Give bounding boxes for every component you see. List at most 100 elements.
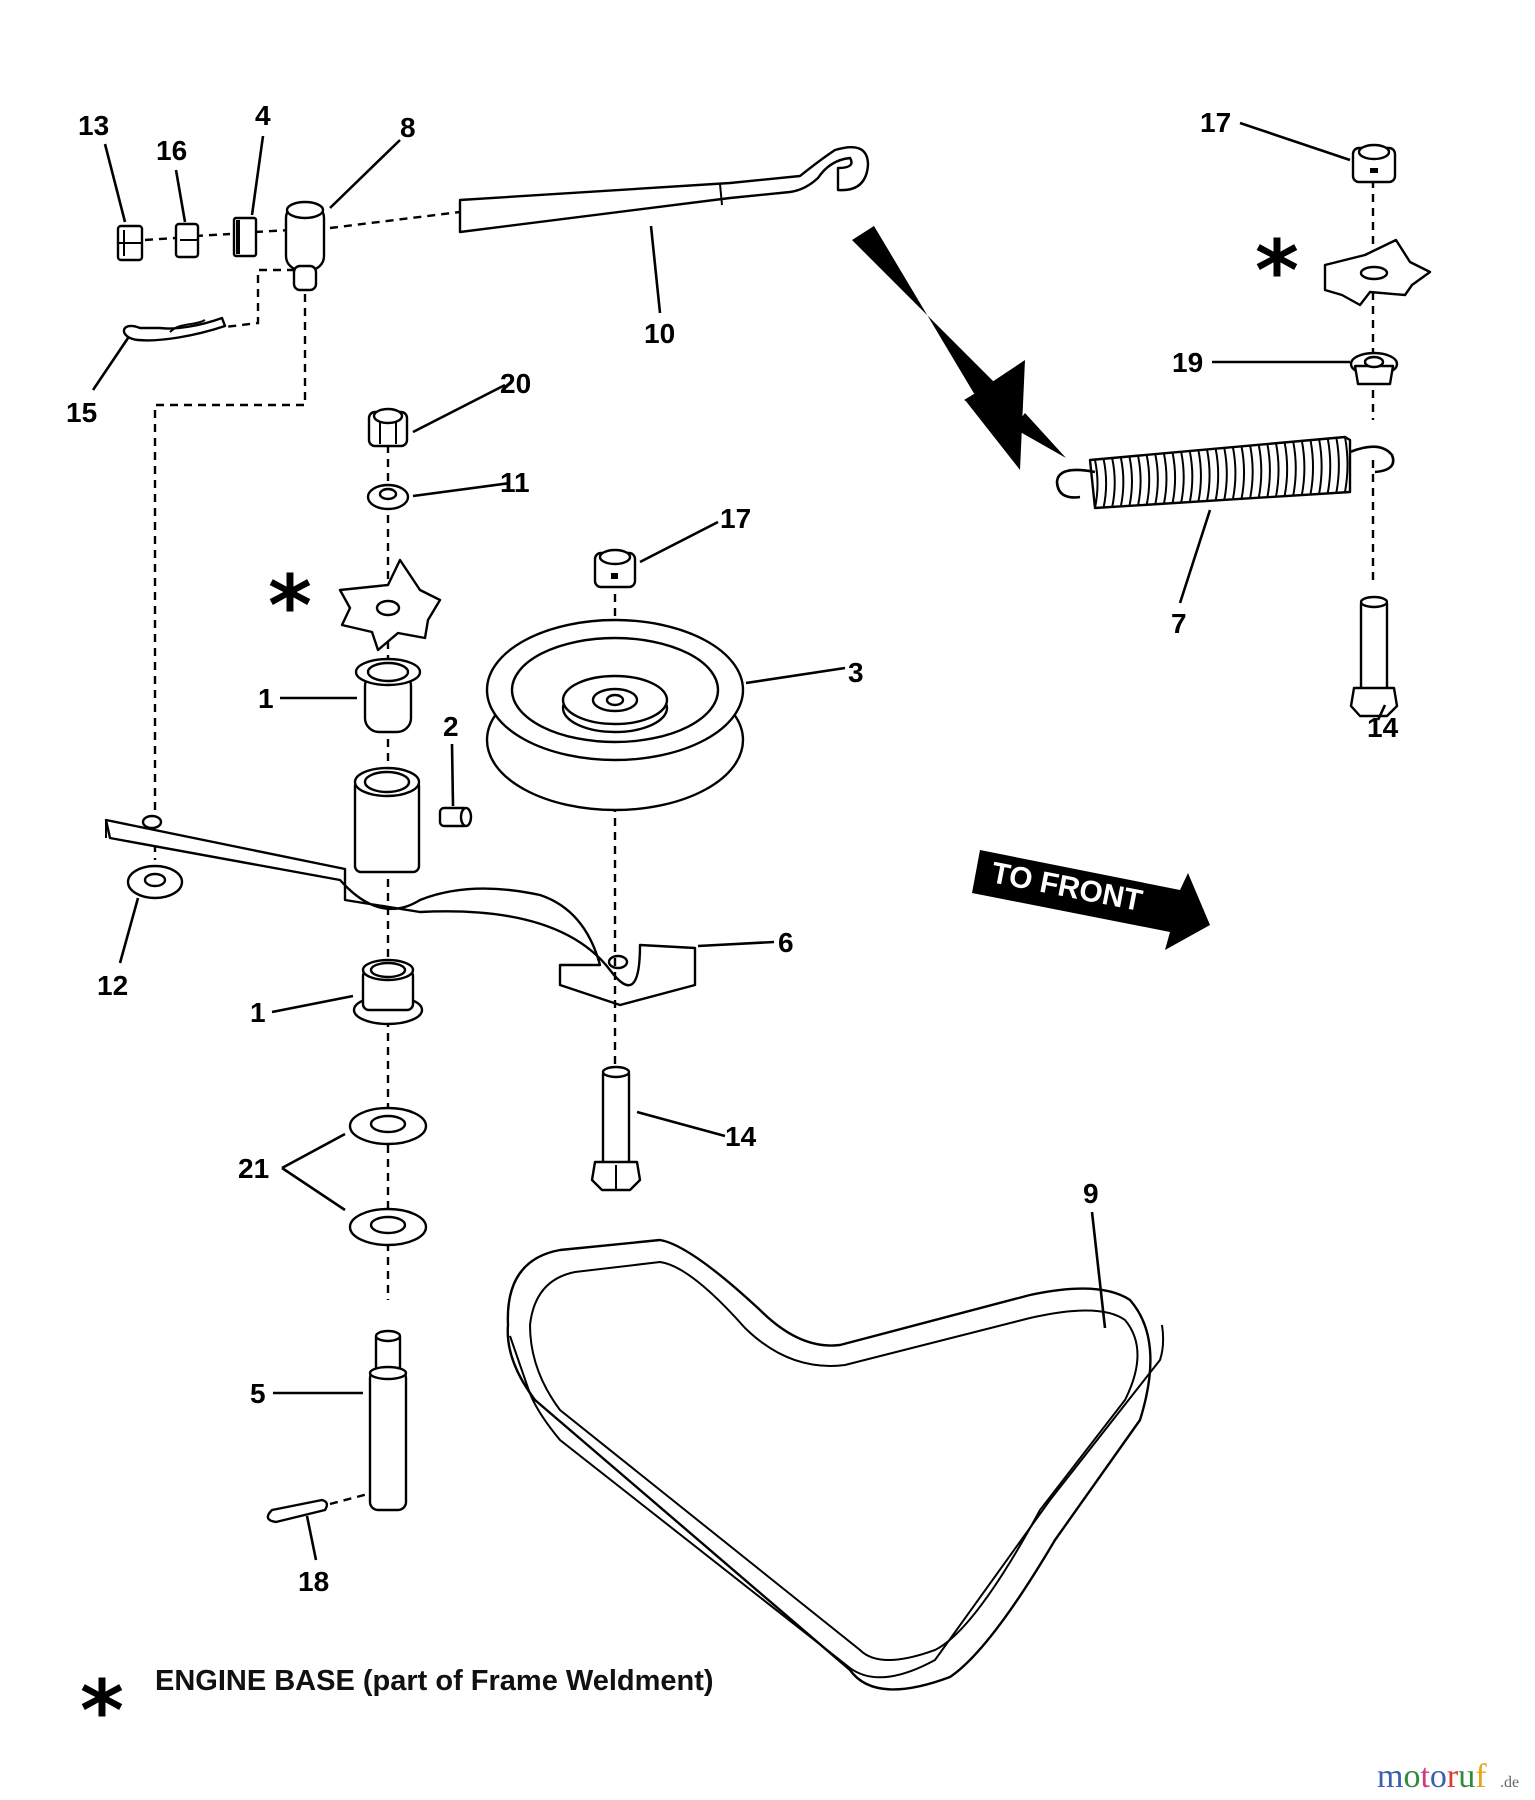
callout-11: 11 <box>500 467 530 498</box>
spring-coil <box>1206 449 1211 502</box>
big-arrow-icon <box>852 226 1066 458</box>
callout-9: 9 <box>1083 1178 1099 1209</box>
engine-base-star-plate <box>338 558 442 652</box>
part-6-idler-arm <box>104 766 697 1007</box>
spring-coil <box>1266 443 1271 498</box>
spring-coil <box>1326 438 1332 494</box>
asterisk-icon: * <box>80 1662 124 1760</box>
part-14-bolt <box>590 1065 642 1192</box>
watermark-letter: f <box>1475 1758 1487 1795</box>
part-7-extension-spring <box>1055 435 1395 510</box>
spring-coil <box>1180 451 1185 503</box>
callout-2: 2 <box>443 711 459 742</box>
spring-coil <box>1318 439 1323 494</box>
asterisk-icon: * <box>268 557 312 655</box>
part-13-hex-nut <box>116 224 144 262</box>
callout-21: 21 <box>238 1153 269 1184</box>
spring-coil <box>1344 436 1349 493</box>
part-21-washers <box>348 1106 428 1247</box>
pulley-assembly <box>485 548 745 1192</box>
part-9-v-belt <box>506 1238 1165 1691</box>
part-10-rod <box>458 145 870 234</box>
spring-coil <box>1119 457 1125 507</box>
spring-coil <box>1145 455 1151 505</box>
spring-coil <box>1214 448 1220 501</box>
spring-coil <box>1128 456 1133 506</box>
callout-16: 16 <box>156 135 187 166</box>
assembly-line <box>224 268 295 329</box>
spring-coil <box>1197 450 1202 502</box>
watermark-letter: o <box>1430 1758 1447 1795</box>
footnote: * ENGINE BASE (part of Frame Weldment) <box>80 1662 714 1760</box>
spring-coil <box>1300 440 1306 495</box>
watermark-letter: o <box>1403 1758 1420 1795</box>
spring-coil <box>1257 444 1263 498</box>
part-16-hex-nut <box>174 222 200 259</box>
part-19-flange-nut <box>1349 351 1399 386</box>
callout-17: 17 <box>720 503 751 534</box>
watermark-letter: u <box>1458 1758 1475 1795</box>
spring-coil <box>1292 441 1297 496</box>
spring-coil <box>1283 442 1289 497</box>
idler-arm-assembly: * <box>104 407 697 1524</box>
callout-13: 13 <box>78 110 109 141</box>
part-20-hex-nut <box>367 407 409 448</box>
watermark-logo: motoruf .de <box>1377 1758 1519 1795</box>
spring-coil <box>1309 439 1315 495</box>
spring-coil <box>1223 447 1228 500</box>
callout-20: 20 <box>500 368 531 399</box>
spring-coil <box>1275 443 1280 497</box>
part-17-lock-nut <box>1351 143 1397 184</box>
spring-coil <box>1137 455 1142 506</box>
callout-17: 17 <box>1200 107 1231 138</box>
linkage-assembly <box>116 145 870 860</box>
callout-1: 1 <box>250 997 266 1028</box>
part-1-lower-bushing <box>352 958 424 1026</box>
spring-coil <box>1094 459 1099 509</box>
watermark-suffix: .de <box>1500 1774 1519 1791</box>
asterisk-icon: * <box>1255 222 1299 320</box>
assembly-line <box>144 210 461 242</box>
callout-6: 6 <box>778 927 794 958</box>
callout-5: 5 <box>250 1378 266 1409</box>
callout-labels: 13 16 4 8 10 15 20 11 17 3 1 2 12 6 1 14… <box>66 100 1399 1597</box>
callout-10: 10 <box>644 318 675 349</box>
watermark-letter: r <box>1447 1758 1459 1795</box>
part-17-lock-nut <box>593 548 637 589</box>
part-3-idler-pulley <box>485 618 745 812</box>
engine-base-star-plate <box>1323 238 1432 307</box>
callout-1: 1 <box>258 683 274 714</box>
to-front-arrow: TO FRONT <box>972 850 1210 950</box>
callout-12: 12 <box>97 970 128 1001</box>
spring-coil <box>1249 445 1254 499</box>
part-14-bolt <box>1349 595 1399 718</box>
callout-15: 15 <box>66 397 97 428</box>
part-15-hairpin-clip <box>122 316 227 342</box>
spring-coil <box>1102 459 1108 508</box>
callout-3: 3 <box>848 657 864 688</box>
part-2-grease-fitting <box>438 806 473 828</box>
spring-coil <box>1171 452 1177 504</box>
callout-19: 19 <box>1172 347 1203 378</box>
watermark-letter: m <box>1377 1758 1403 1795</box>
spring-coil <box>1154 454 1159 505</box>
spring-assembly: * <box>1055 143 1432 718</box>
part-4-spacer <box>232 216 258 258</box>
part-18-cotter-pin <box>266 1492 369 1524</box>
spring-coil <box>1162 453 1168 504</box>
part-1-upper-bushing <box>354 657 422 734</box>
big-arrow-head <box>965 360 1025 470</box>
part-5-pivot-pin <box>368 1329 408 1512</box>
callout-14: 14 <box>725 1121 757 1152</box>
callout-14: 14 <box>1367 712 1399 743</box>
spring-coil <box>1240 446 1246 499</box>
leader-lines <box>91 121 1387 1561</box>
assembly-line <box>153 294 307 860</box>
watermark-text: motoruf <box>1377 1758 1487 1795</box>
spring-coil <box>1231 447 1237 500</box>
spring-coil <box>1335 437 1340 493</box>
watermark-letter: t <box>1420 1758 1430 1795</box>
spring-coil <box>1188 451 1194 503</box>
callout-4: 4 <box>255 100 271 131</box>
